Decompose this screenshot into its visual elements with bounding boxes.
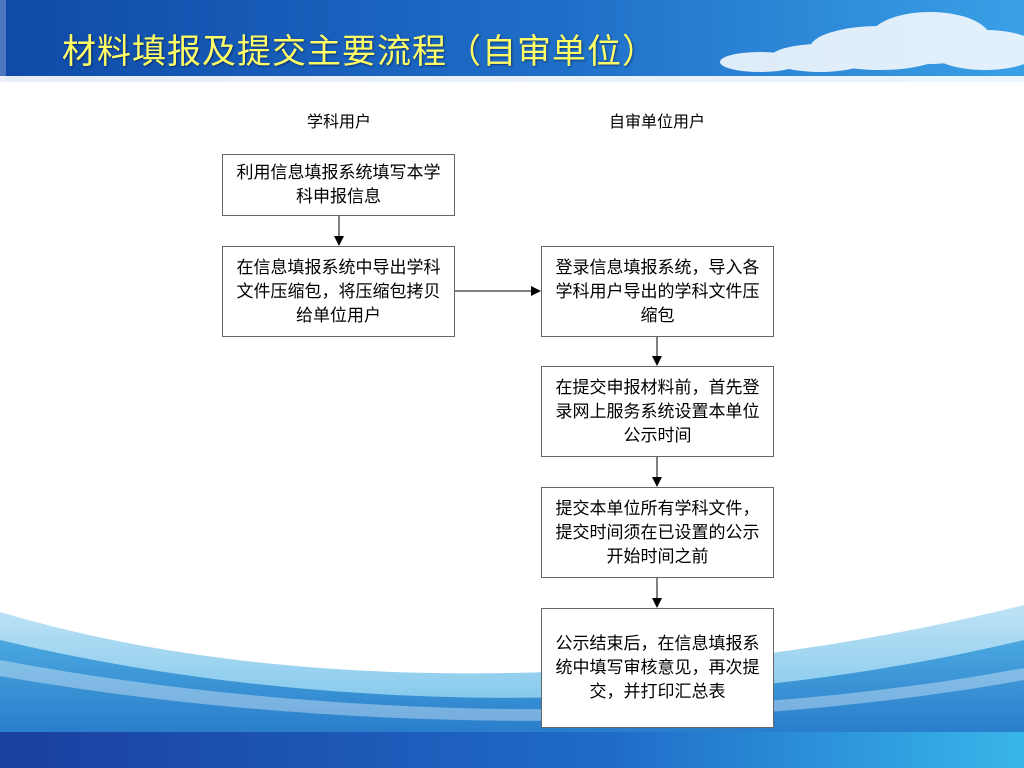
step-text: 登录信息填报系统，导入各学科用户导出的学科文件压缩包 (555, 257, 760, 326)
step-text: 利用信息填报系统填写本学科申报信息 (236, 163, 441, 207)
step-text: 提交本单位所有学科文件，提交时间须在已设置的公示开始时间之前 (555, 498, 760, 567)
step-set-publicity-time: 在提交申报材料前，首先登录网上服务系统设置本单位公示时间 (541, 366, 774, 457)
step-text: 在提交申报材料前，首先登录网上服务系统设置本单位公示时间 (555, 377, 760, 446)
lane-label-subject-user: 学科用户 (306, 112, 372, 131)
step-export-package: 在信息填报系统中导出学科文件压缩包，将压缩包拷贝给单位用户 (222, 246, 455, 337)
slide-title: 材料填报及提交主要流程（自审单位） (62, 32, 657, 72)
step-text: 公示结束后，在信息填报系统中填写审核意见，再次提交，并打印汇总表 (555, 634, 760, 702)
step-import-package: 登录信息填报系统，导入各学科用户导出的学科文件压缩包 (541, 246, 774, 337)
step-fill-subject-info: 利用信息填报系统填写本学科申报信息 (222, 154, 455, 216)
step-review-and-print: 公示结束后，在信息填报系统中填写审核意见，再次提交，并打印汇总表 (541, 608, 774, 728)
lane-label-unit-user: 自审单位用户 (608, 112, 706, 131)
step-submit-files: 提交本单位所有学科文件，提交时间须在已设置的公示开始时间之前 (541, 487, 774, 578)
step-text: 在信息填报系统中导出学科文件压缩包，将压缩包拷贝给单位用户 (236, 257, 441, 326)
